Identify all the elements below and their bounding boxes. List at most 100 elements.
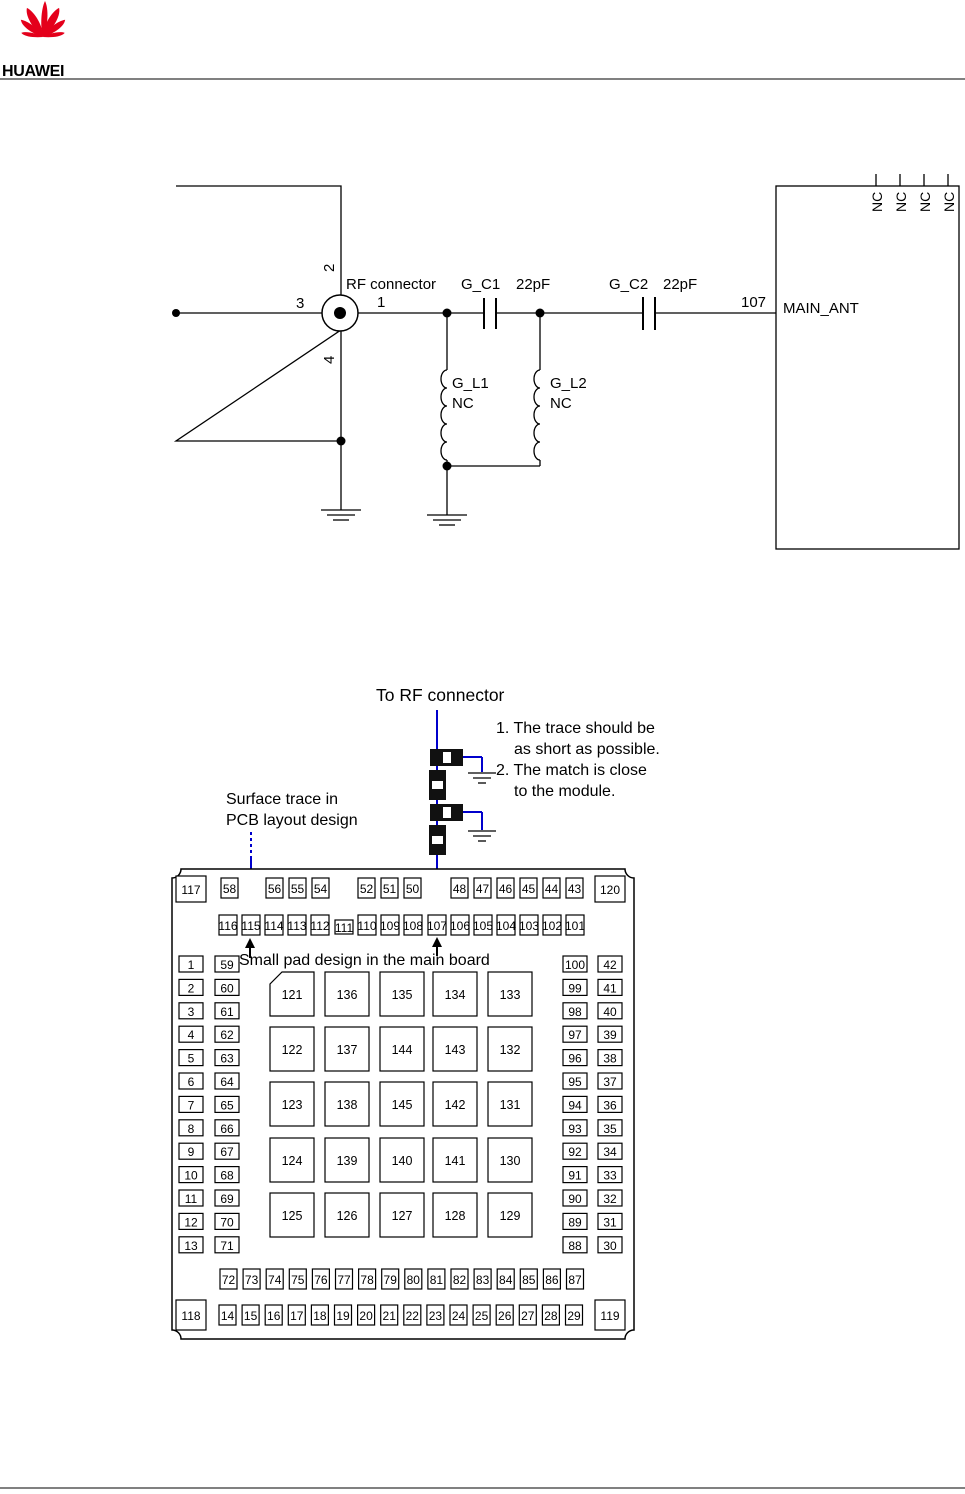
pad-label: 130 xyxy=(500,1154,521,1168)
pad-label: 59 xyxy=(220,958,234,972)
pad-label: 50 xyxy=(406,882,420,896)
pad-shape xyxy=(473,877,492,899)
pad-label: 17 xyxy=(290,1309,304,1323)
pad-shape xyxy=(324,1192,370,1238)
pad-20: 20 xyxy=(357,1304,376,1326)
pad-22: 22 xyxy=(403,1304,422,1326)
module-box xyxy=(775,185,960,550)
pad-label: 106 xyxy=(450,919,470,933)
pad-60: 60 xyxy=(214,978,240,997)
pad-label: 129 xyxy=(500,1209,521,1223)
pad-62: 62 xyxy=(214,1025,240,1043)
pad-label: 116 xyxy=(218,919,237,933)
pad-shape xyxy=(219,1268,238,1290)
pad-75: 75 xyxy=(288,1268,307,1290)
connector-pin1: 1 xyxy=(377,294,385,311)
pad-127: 127 xyxy=(379,1192,425,1238)
pad-label: 74 xyxy=(268,1273,282,1287)
pad-label: 93 xyxy=(568,1122,582,1136)
pad-label: 77 xyxy=(337,1273,351,1287)
pad-102: 102 xyxy=(542,914,562,936)
pad-label: 127 xyxy=(392,1209,413,1223)
pad-label: 32 xyxy=(603,1192,617,1206)
pad-shape xyxy=(287,1304,306,1326)
pad-shape xyxy=(178,955,204,973)
rf-connector-symbol xyxy=(321,294,359,332)
pad-label: 46 xyxy=(499,882,513,896)
pad-label: 34 xyxy=(603,1145,617,1159)
pad-132: 132 xyxy=(487,1026,533,1072)
pad-shape xyxy=(214,1002,240,1020)
pad-label: 136 xyxy=(337,988,358,1002)
pad-shape xyxy=(380,914,400,936)
pad-label: 76 xyxy=(314,1273,328,1287)
pad-label: 54 xyxy=(314,882,328,896)
pad-shape xyxy=(269,971,315,1017)
pad-66: 66 xyxy=(214,1119,240,1137)
pad-107: 107 xyxy=(427,914,447,936)
huawei-logo: HUAWEI xyxy=(2,1,66,80)
pad-label: 138 xyxy=(337,1098,358,1112)
pad-shape xyxy=(487,1137,533,1183)
pad-133: 133 xyxy=(487,971,533,1017)
pad-shape xyxy=(562,955,588,973)
pad-76: 76 xyxy=(311,1268,330,1290)
pad-123: 123 xyxy=(269,1081,315,1127)
pad-33: 33 xyxy=(597,1165,623,1184)
pad-label: 10 xyxy=(184,1169,198,1183)
pad-label: 114 xyxy=(264,919,283,933)
ground-symbol xyxy=(321,509,361,521)
pad-115: 115 xyxy=(241,914,261,936)
pad-shape xyxy=(487,1026,533,1072)
pad-label: 111 xyxy=(335,921,354,935)
pad-shape xyxy=(432,1137,478,1183)
pad-shape xyxy=(450,1268,469,1290)
pad-shape xyxy=(214,1165,240,1184)
pad-label: 132 xyxy=(500,1043,521,1057)
pad-106: 106 xyxy=(450,914,470,936)
pad-3: 3 xyxy=(178,1002,204,1020)
pad-label: 33 xyxy=(603,1169,617,1183)
pad-shape xyxy=(380,877,399,899)
pad-label: 47 xyxy=(476,882,490,896)
pad-label: 15 xyxy=(244,1309,258,1323)
pad-shape xyxy=(495,1304,514,1326)
pad-label: 91 xyxy=(568,1169,582,1183)
pad-label: 105 xyxy=(473,919,493,933)
pad-shape xyxy=(597,1165,623,1184)
pad-109: 109 xyxy=(380,914,400,936)
pad-118: 118 xyxy=(175,1299,207,1331)
pad-shape xyxy=(496,877,515,899)
pad-label: 101 xyxy=(565,919,585,933)
pad-label: 45 xyxy=(522,882,536,896)
pad-label: 56 xyxy=(268,882,282,896)
pad-label: 73 xyxy=(245,1273,259,1287)
pad-shape xyxy=(432,1081,478,1127)
pad-shape xyxy=(175,875,207,903)
pad-label: 14 xyxy=(221,1309,235,1323)
pad-shape xyxy=(562,1048,588,1067)
pad-label: 120 xyxy=(600,883,620,897)
pad-shape xyxy=(324,971,370,1017)
pad-label: 108 xyxy=(403,919,423,933)
pad-label: 11 xyxy=(185,1192,198,1206)
pad-label: 1 xyxy=(188,958,195,972)
pad-shape xyxy=(358,1268,377,1290)
pad-54: 54 xyxy=(311,877,330,899)
pad-shape xyxy=(357,914,377,936)
pad-label: 31 xyxy=(603,1215,617,1229)
pad-shape xyxy=(519,877,538,899)
pad-114: 114 xyxy=(264,914,284,936)
pad-9: 9 xyxy=(178,1142,204,1160)
pad-shape xyxy=(379,1026,425,1072)
pad-shape xyxy=(487,1192,533,1238)
pad-125: 125 xyxy=(269,1192,315,1238)
pad-95: 95 xyxy=(562,1072,588,1090)
pad-label: 110 xyxy=(357,919,376,933)
pad-label: 100 xyxy=(565,958,585,972)
note-line: 2. The match is close xyxy=(496,762,647,779)
pad-24: 24 xyxy=(449,1304,468,1326)
pad-shape xyxy=(449,1304,468,1326)
pad-10: 10 xyxy=(178,1165,204,1184)
pad-label: 89 xyxy=(568,1215,582,1229)
